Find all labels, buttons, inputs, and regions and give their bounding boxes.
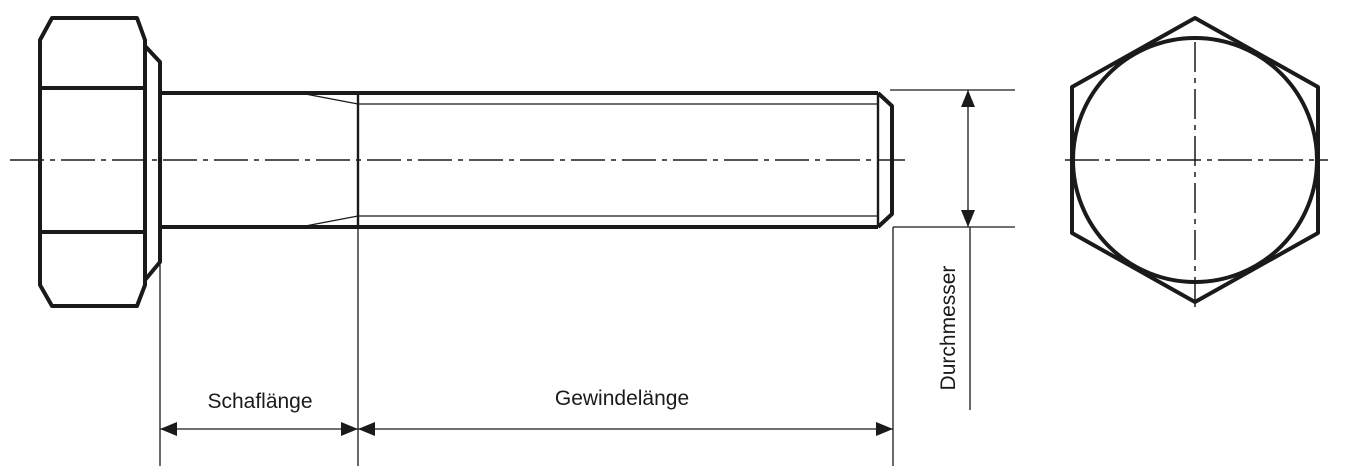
diameter-label: Durchmesser <box>937 266 960 391</box>
diameter-dimension: Durchmesser <box>937 90 975 390</box>
arrow-right-icon <box>341 422 358 436</box>
bolt-head-side-view <box>38 16 162 308</box>
arrow-up-icon <box>961 90 975 107</box>
arrow-left-icon <box>160 422 177 436</box>
shank-length-dimension: Schaflänge <box>160 390 358 436</box>
thread-length-dimension: Gewindelänge <box>358 387 893 436</box>
bolt-head-end-view <box>1065 16 1328 312</box>
bolt-shank <box>160 91 878 229</box>
shank-length-label: Schaflänge <box>207 390 312 413</box>
arrow-right-icon <box>876 422 893 436</box>
extension-lines <box>159 89 1015 466</box>
thread-length-label: Gewindelänge <box>555 387 689 410</box>
arrow-down-icon <box>961 210 975 227</box>
arrow-left-icon <box>358 422 375 436</box>
